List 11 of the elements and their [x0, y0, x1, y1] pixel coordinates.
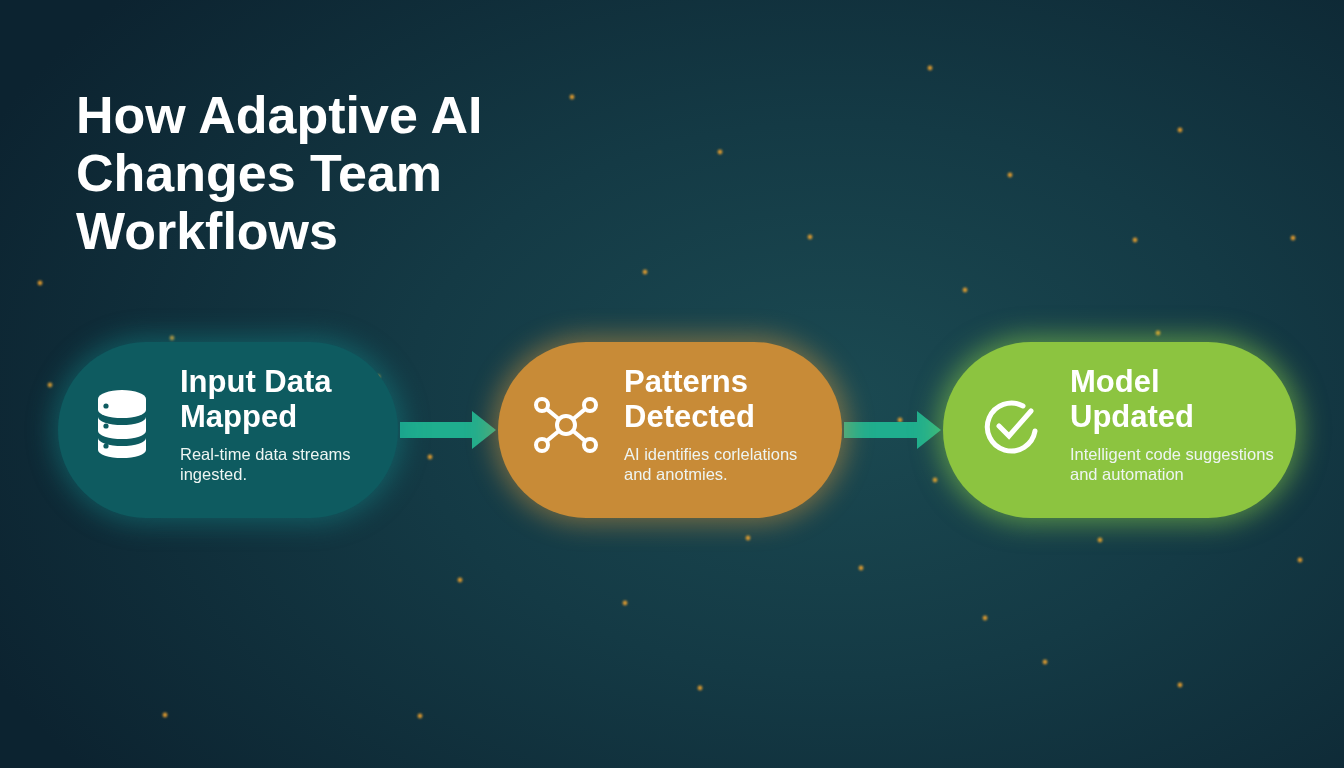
- arrow: [400, 411, 496, 449]
- step-title: Model Updated: [1070, 364, 1195, 434]
- step-description: Intelligent code suggestions and automation: [1070, 444, 1275, 484]
- arrow: [844, 411, 941, 449]
- step-title: Input Data Mapped: [180, 364, 333, 434]
- step-description: Real-time data streams ingested.: [180, 444, 352, 484]
- process-pill: [943, 342, 1296, 518]
- step-title: Patterns Detected: [624, 364, 756, 434]
- step-description: AI identifies corlelations and anotmies.: [624, 444, 799, 484]
- process-pill: [498, 342, 842, 518]
- title: How Adaptive AI Changes Team Workflows: [76, 86, 484, 260]
